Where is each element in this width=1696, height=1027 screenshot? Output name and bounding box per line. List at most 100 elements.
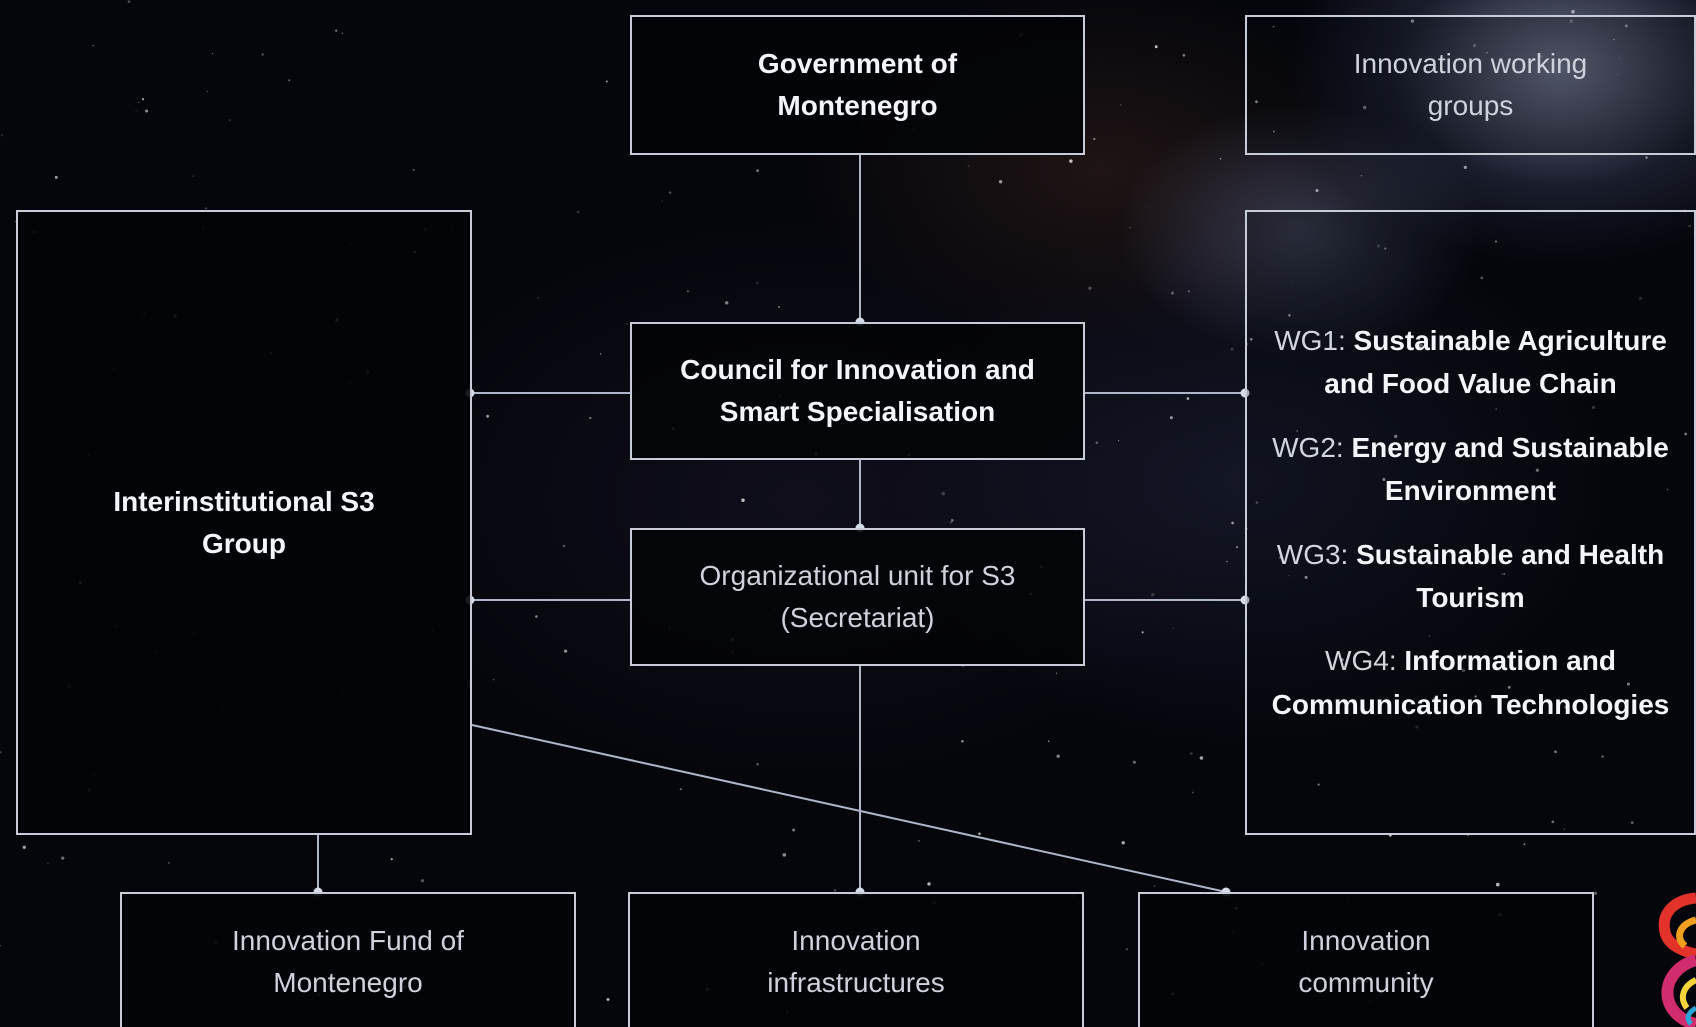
working-groups-header-label: Innovation working groups [1353,48,1588,121]
star-dot [1384,247,1387,250]
wg1-code: WG1: [1274,324,1346,356]
star-dot [1613,38,1615,41]
star-dot [1169,416,1173,420]
star-dot [390,858,393,861]
star-dot [661,200,663,202]
star-dot [1230,347,1234,351]
star-dot [1624,24,1628,28]
star-dot [1463,165,1467,169]
star-dot [949,521,952,524]
star-dot [1121,841,1125,845]
star-dot [1288,575,1290,577]
star-dot [1467,834,1469,837]
star-dot [941,491,945,496]
star-dot [1645,156,1648,159]
star-dot [1601,755,1604,758]
star-dot [1093,137,1096,141]
star-dot [1272,130,1275,133]
star-dot [1495,408,1498,410]
star-dot [1255,501,1259,504]
working-groups-list-box: WG1: Sustainable Agriculture and Food Va… [1245,210,1696,835]
star-dot [1523,843,1526,846]
wg2-code: WG2: [1272,431,1344,463]
star-dot [833,888,837,892]
star-dot [1047,740,1050,742]
star-dot [589,416,592,420]
star-dot [1540,55,1543,58]
star-dot [1563,828,1566,830]
secretariat-box: Organizational unit for S3 (Secretariat) [630,528,1085,666]
star-dot [54,175,58,179]
star-dot [1461,668,1466,673]
star-dot [212,53,214,55]
star-dot [1226,560,1228,563]
star-dot [563,649,568,653]
star-dot [1638,296,1643,301]
star-dot [1199,756,1204,760]
wg3-code: WG3: [1276,538,1349,570]
star-dot [1304,575,1308,579]
star-dot [1153,885,1156,887]
working-group-item-wg3: WG3: Sustainable and Health Tourism [1267,533,1674,620]
star-dot [1616,73,1619,76]
star-dot [1272,25,1275,28]
star-dot [1536,383,1539,386]
star-dot [1415,725,1419,729]
star-dot [967,165,970,167]
innovation-infrastructures-label: Innovation infrastructures [767,925,945,998]
star-dot [1236,546,1238,549]
innovation-fund-label: Innovation Fund of Montenegro [232,925,464,998]
star-dot [1279,556,1282,559]
star-dot [1132,760,1136,764]
star-dot [127,0,131,3]
star-dot [1618,57,1620,59]
star-dot [1360,175,1362,177]
star-dot [167,862,170,864]
star-dot [1171,291,1174,295]
star-dot [978,832,981,836]
star-dot [998,180,1003,184]
star-dot [782,853,787,857]
star-dot [1474,695,1477,698]
star-dot [961,739,964,743]
star-dot [1495,240,1497,243]
council-box: Council for Innovation and Smart Special… [630,322,1085,460]
star-dot [206,91,208,93]
innovation-infrastructures-box: Innovation infrastructures [628,892,1084,1027]
star-dot [600,353,602,355]
star-dot [1428,635,1431,637]
wg2-name: Energy and Sustainable Environment [1351,431,1669,507]
star-dot [1187,290,1190,293]
star-dot [0,751,2,754]
star-dot [741,498,745,502]
star-dot [1118,440,1120,442]
star-dot [1341,658,1344,662]
star-dot [228,119,231,122]
innovation-community-label: Innovation community [1298,925,1434,998]
star-dot [1554,750,1557,754]
star-dot [1410,19,1415,23]
star-dot [1186,397,1190,400]
star-dot [1382,477,1386,482]
working-group-item-wg2: WG2: Energy and Sustainable Environment [1267,426,1674,513]
government-label: Government of Montenegro [757,48,958,121]
star-dot [1296,430,1299,432]
star-dot [535,615,538,618]
star-dot [1151,592,1155,597]
star-dot [1501,573,1503,575]
star-dot [61,856,65,860]
star-dot [1088,286,1092,291]
star-dot [1146,205,1148,207]
star-dot [1444,551,1446,553]
star-dot [288,79,291,82]
star-dot [14,221,16,223]
star-dot [950,518,954,522]
wg3-name: Sustainable and Health Tourism [1356,538,1665,613]
star-dot [605,80,608,83]
government-box: Government of Montenegro [630,15,1085,155]
star-dot [1480,276,1484,280]
star-dot [1507,686,1511,689]
star-dot [927,882,931,886]
working-groups-header-box: Innovation working groups [1245,15,1696,155]
star-dot [1190,752,1193,755]
